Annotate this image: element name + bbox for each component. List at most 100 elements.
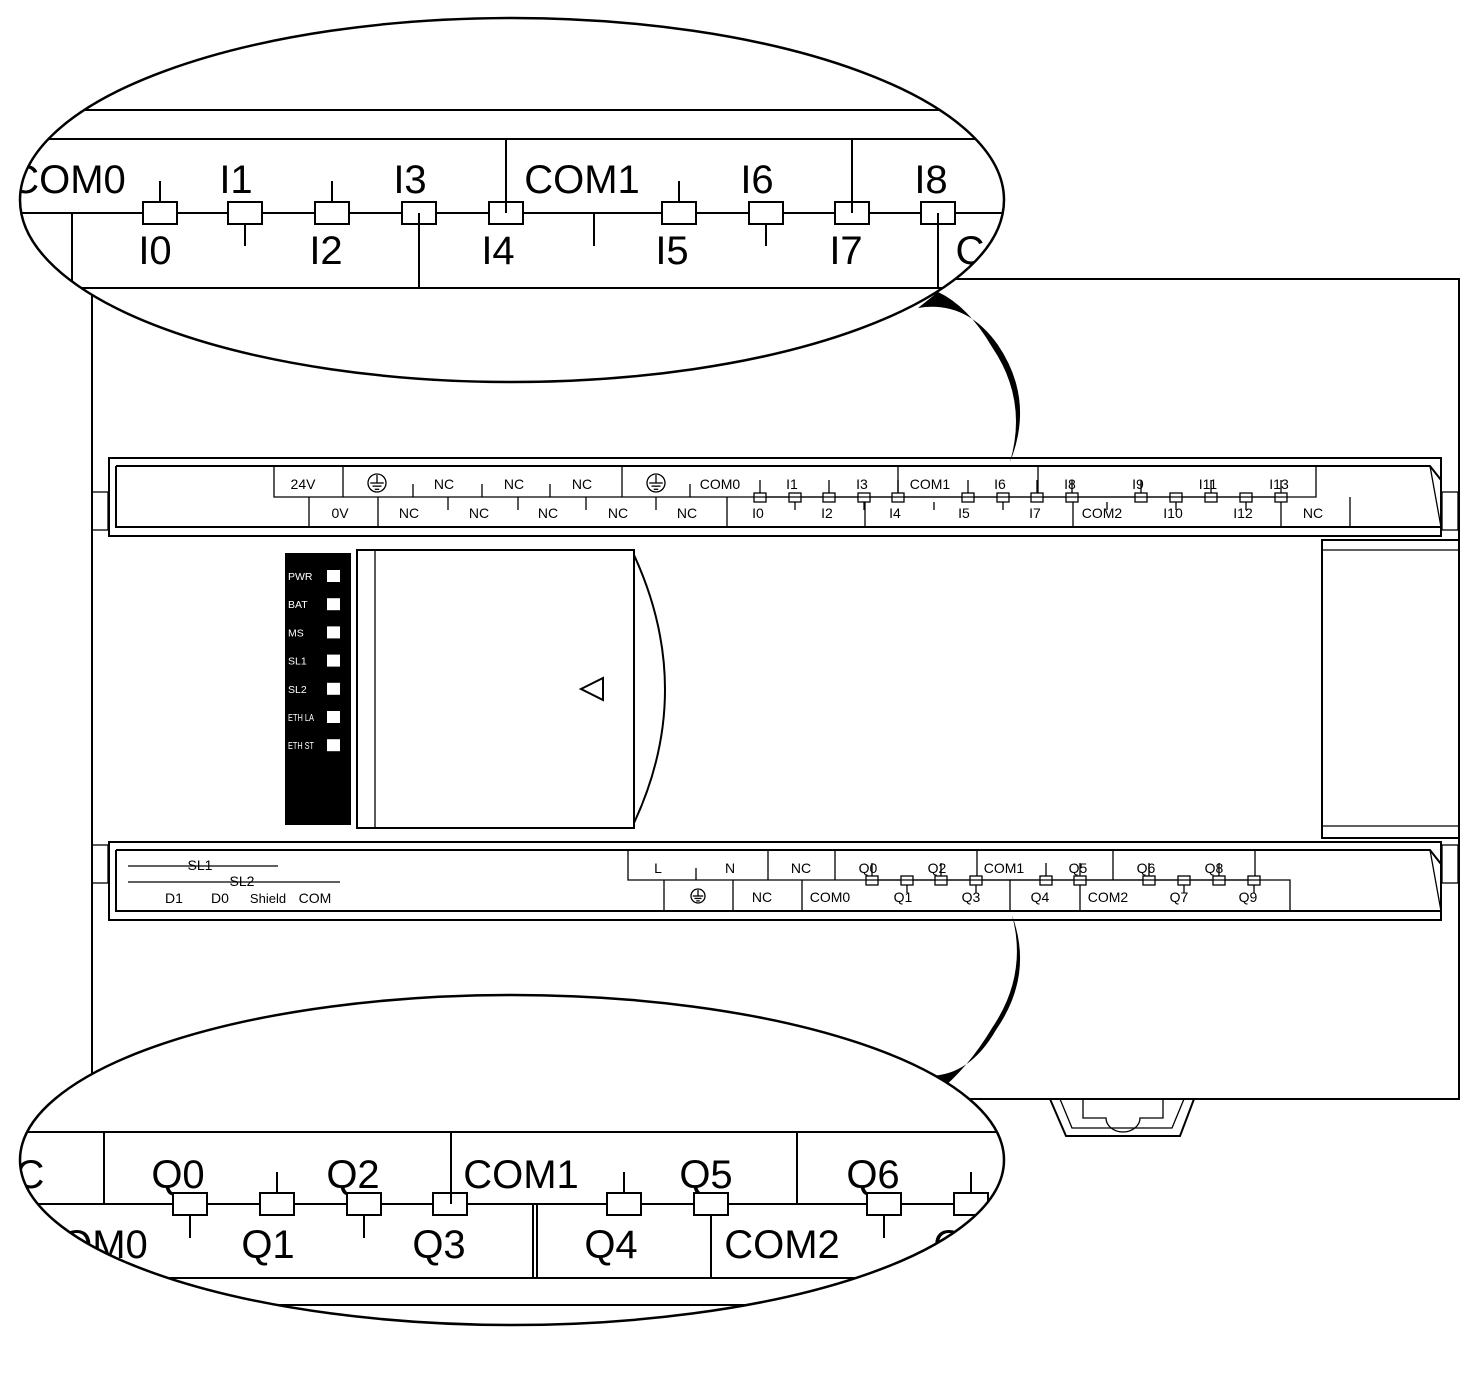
- zoom-lower-label-q1: Q1: [241, 1223, 294, 1267]
- zoom-lower-label-i7: I7: [829, 229, 862, 273]
- bottom-label-com2-11: COM2: [1082, 505, 1123, 521]
- bottom-label-com2-5: COM2: [1088, 889, 1129, 905]
- zoom-screw-terminal: [172, 1192, 208, 1216]
- led-indicator: [327, 682, 340, 695]
- zoom-upper-label-i6: I6: [740, 158, 773, 202]
- led-indicator: [327, 654, 340, 667]
- bottom-label-nc-1: NC: [399, 505, 419, 521]
- bottom-label-i2-7: I2: [821, 505, 833, 521]
- led-sl1: SL1: [288, 654, 340, 668]
- top-label-n-1: N: [725, 860, 735, 876]
- led-label: ETH ST: [288, 740, 314, 752]
- front-cover[interactable]: [356, 549, 666, 829]
- top-label-i1-5: I1: [786, 476, 798, 492]
- earth-ground-icon: [646, 473, 666, 493]
- top-label-i13-12: I13: [1269, 476, 1289, 492]
- bottom-callout-pointer: [918, 915, 1021, 1092]
- bottom-label-nc-3: NC: [538, 505, 558, 521]
- cover-arrow-icon: [578, 676, 604, 702]
- top-callout-pointer: [918, 292, 1021, 462]
- zoom-screw-terminal: [606, 1192, 642, 1216]
- zoom-upper-label-q6: Q6: [846, 1153, 899, 1197]
- zoom-screw-terminal: [142, 201, 178, 225]
- zoom-upper-label-q2: Q2: [326, 1153, 379, 1197]
- zoom-upper-label-com1: COM1: [524, 158, 640, 202]
- zoom-lower-label-com2: COM2: [724, 1223, 840, 1267]
- zoom-upper-label-i1: I1: [219, 158, 252, 202]
- zoom-screw-terminal: [227, 201, 263, 225]
- led-indicator: [327, 739, 340, 752]
- zoom-lower-label-q3: Q3: [412, 1223, 465, 1267]
- zoom-screw-terminal: [953, 1192, 989, 1216]
- led-sl2: SL2: [288, 682, 340, 696]
- top-label-com1-5: COM1: [984, 860, 1025, 876]
- bottom-label-i4-8: I4: [889, 505, 901, 521]
- bottom-label-i12-13: I12: [1233, 505, 1253, 521]
- top-label-i6-8: I6: [994, 476, 1006, 492]
- top-label-i3-6: I3: [856, 476, 868, 492]
- top-label-i11-11: I11: [1199, 476, 1218, 492]
- top-label-q5-6: Q5: [1069, 860, 1088, 876]
- bottom-label-nc-4: NC: [608, 505, 628, 521]
- bottom-label-nc-2: NC: [469, 505, 489, 521]
- led-label: PWR: [288, 571, 313, 583]
- zoom-screw-terminal: [866, 1192, 902, 1216]
- led-bat: BAT: [288, 598, 340, 611]
- bottom-label-i5-9: I5: [958, 505, 970, 521]
- bottom-label-q3-3: Q3: [962, 889, 981, 905]
- zoom-lower-label-q4: Q4: [584, 1223, 637, 1267]
- serial-line-1-label: SL1: [188, 857, 213, 873]
- bottom-label-0v-0: 0V: [331, 505, 349, 521]
- bottom-label-nc-14: NC: [1303, 505, 1323, 521]
- top-label-24v-0: 24V: [291, 476, 317, 492]
- zoom-upper-label-q0: Q0: [151, 1153, 204, 1197]
- top-label-com1-7: COM1: [910, 476, 951, 492]
- top-label-com0-4: COM0: [700, 476, 741, 492]
- serial-shield-label: Shield: [250, 891, 286, 906]
- bottom-label-q9-7: Q9: [1239, 889, 1258, 905]
- top-label-q8-8: Q8: [1205, 860, 1224, 876]
- bottom-label-i10-12: I10: [1163, 505, 1183, 521]
- zoom-screw-terminal: [259, 1192, 295, 1216]
- zoom-lower-label-i0: I0: [138, 229, 171, 273]
- bottom-label-q4-4: Q4: [1031, 889, 1050, 905]
- led-indicator: [327, 711, 340, 723]
- bottom-label-nc-0: NC: [752, 889, 772, 905]
- top-label-q2-4: Q2: [928, 860, 947, 876]
- bottom-label-q7-6: Q7: [1170, 889, 1189, 905]
- earth-ground-icon: [690, 888, 706, 904]
- bottom-label-i0-6: I0: [752, 505, 764, 521]
- led-label: BAT: [288, 599, 308, 611]
- bottom-label-com0-1: COM0: [810, 889, 851, 905]
- serial-d0-label: D0: [211, 890, 229, 906]
- expansion-connector: [1321, 539, 1460, 839]
- zoom-upper-label-com0: COM0: [10, 158, 126, 202]
- bottom-terminal-strip: [108, 841, 1442, 921]
- led-pwr: PWR: [288, 570, 340, 583]
- led-label: SL1: [288, 656, 307, 668]
- serial-com-label: COM: [299, 890, 332, 906]
- zoom-upper-label-com1: COM1: [463, 1153, 579, 1197]
- top-label-l-0: L: [654, 860, 662, 876]
- top-label-i9-10: I9: [1132, 476, 1144, 492]
- zoom-upper-label-i3: I3: [393, 158, 426, 202]
- zoom-screw-terminal: [314, 201, 350, 225]
- top-label-i8-9: I8: [1064, 476, 1076, 492]
- zoom-screw-terminal: [748, 201, 784, 225]
- zoom-lower-label-i4: I4: [481, 229, 514, 273]
- serial-d1-label: D1: [165, 890, 183, 906]
- led-label: MS: [288, 627, 304, 639]
- zoom-lower-label-i5: I5: [655, 229, 688, 273]
- zoom-screw-terminal: [346, 1192, 382, 1216]
- top-label-nc-3: NC: [572, 476, 592, 492]
- serial-line-2-label: SL2: [230, 873, 255, 889]
- top-label-q6-7: Q6: [1137, 860, 1156, 876]
- led-eth-st: ETH ST: [288, 739, 340, 752]
- zoom-lower-label-i2: I2: [309, 229, 342, 273]
- top-label-nc-1: NC: [434, 476, 454, 492]
- led-ms: MS: [288, 626, 340, 639]
- top-label-nc-2: NC: [791, 860, 811, 876]
